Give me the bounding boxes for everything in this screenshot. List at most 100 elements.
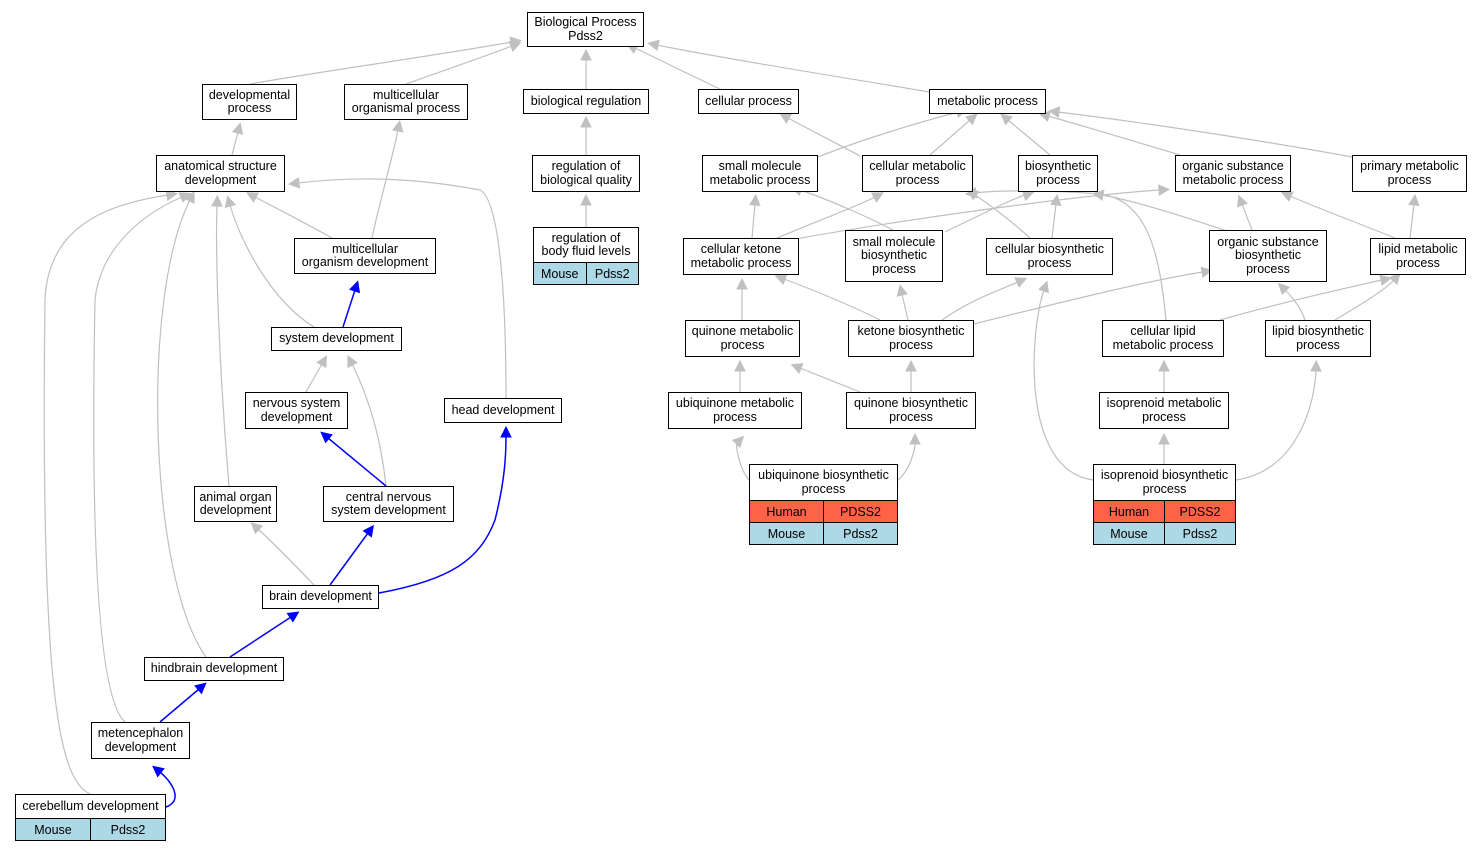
edge-arrowhead [1014, 277, 1028, 288]
go-term-regbody[interactable]: regulation of body fluid levels [533, 227, 639, 263]
gene-cell[interactable]: Pdss2 [585, 263, 638, 284]
gene-cell[interactable]: PDSS2 [823, 501, 897, 522]
go-term-cellmet[interactable]: cellular metabolic process [862, 155, 973, 192]
is-a-edge [929, 119, 971, 156]
is-a-edge [783, 278, 881, 321]
is-a-edge [634, 47, 721, 90]
is-a-edge [735, 442, 750, 481]
edge-arrowhead [508, 41, 522, 52]
go-term-anatdev[interactable]: anatomical structure development [156, 155, 285, 192]
edge-arrowhead [1047, 106, 1061, 118]
is-a-edge [1241, 203, 1253, 231]
go-term-lipmet[interactable]: lipid metabolic process [1370, 238, 1466, 275]
is-a-edge [1057, 111, 1353, 158]
edge-arrowhead [152, 765, 165, 778]
go-term-headdev[interactable]: head development [444, 398, 562, 423]
go-term-primmet[interactable]: primary metabolic process [1352, 155, 1467, 192]
gene-cell[interactable]: Pdss2 [90, 819, 165, 840]
species-cell[interactable]: Human [1094, 501, 1164, 522]
species-cell[interactable]: Mouse [534, 263, 586, 284]
go-term-ketbio[interactable]: ketone biosynthetic process [848, 320, 974, 357]
gene-cell[interactable]: PDSS2 [1164, 501, 1235, 522]
is-a-edge [1033, 289, 1094, 481]
go-term-animorg[interactable]: animal organ development [194, 486, 277, 522]
edge-arrowhead [347, 354, 358, 368]
is-a-edge [1289, 195, 1396, 239]
is-a-edge [1007, 119, 1051, 156]
species-cell[interactable]: Mouse [16, 819, 90, 840]
edge-arrowhead [734, 359, 746, 372]
go-term-isomet[interactable]: isoprenoid metabolic process [1099, 392, 1229, 429]
go-term-bioreg[interactable]: biological regulation [523, 89, 649, 114]
edge-arrowhead [250, 522, 264, 535]
is-a-edge [901, 293, 909, 321]
gene-cell[interactable]: Pdss2 [1164, 523, 1235, 544]
is-a-edge [249, 41, 513, 85]
go-term-ubibio[interactable]: ubiquinone biosynthetic process [749, 464, 898, 501]
edge-arrowhead [232, 122, 244, 135]
species-cell[interactable]: Mouse [1094, 523, 1164, 544]
edge-arrowhead [392, 120, 404, 133]
go-term-regqual[interactable]: regulation of biological quality [532, 155, 640, 192]
is-a-edge [751, 203, 756, 239]
is-a-edge [305, 363, 323, 393]
is-a-edge [254, 196, 333, 239]
go-term-nervdev[interactable]: nervous system development [245, 392, 348, 429]
is-a-edge [1409, 203, 1415, 239]
go-term-sysdev[interactable]: system development [271, 327, 402, 351]
go-term-multorg[interactable]: multicellular organismal process [344, 84, 468, 120]
edge-arrowhead [362, 524, 374, 538]
go-term-lipbio[interactable]: lipid biosynthetic process [1265, 320, 1371, 357]
go-term-braindev[interactable]: brain development [262, 585, 379, 609]
go-term-isobio[interactable]: isoprenoid biosynthetic process [1093, 464, 1236, 501]
gene-cell[interactable]: Pdss2 [823, 523, 897, 544]
species-cell[interactable]: Human [750, 501, 823, 522]
is-a-edge [351, 363, 387, 487]
go-term-multdev[interactable]: multicellular organism development [294, 238, 436, 274]
go-term-ubimet[interactable]: ubiquinone metabolic process [668, 392, 802, 429]
edge-arrowhead [965, 113, 978, 126]
go-term-cellbio[interactable]: cellular biosynthetic process [986, 238, 1113, 275]
edge-arrowhead [1237, 194, 1248, 208]
edge-arrowhead [580, 193, 592, 206]
go-term-quinbio[interactable]: quinone biosynthetic process [846, 392, 976, 429]
go-term-cerdev[interactable]: cerebellum development [15, 794, 166, 819]
edge-arrowhead [905, 359, 917, 372]
go-term-orgbio[interactable]: organic substance biosynthetic process [1209, 230, 1327, 282]
go-term-hinddev[interactable]: hindbrain development [144, 657, 284, 681]
go-term-smallbio[interactable]: small molecule biosynthetic process [845, 230, 943, 282]
go-term-cellket[interactable]: cellular ketone metabolic process [683, 238, 799, 275]
go-term-smallmet[interactable]: small molecule metabolic process [702, 155, 818, 192]
is-a-edge [1051, 203, 1057, 239]
go-term-cellproc[interactable]: cellular process [698, 89, 799, 114]
part-of-edge [378, 435, 507, 594]
edge-arrowhead [184, 190, 195, 204]
part-of-edge [342, 289, 356, 328]
is-a-edge [776, 196, 876, 239]
is-a-edge [229, 204, 315, 328]
go-term-metdev[interactable]: metencephalon development [91, 722, 190, 759]
go-term-orgmet[interactable]: organic substance metabolic process [1175, 155, 1291, 192]
edge-arrowhead [1280, 191, 1294, 202]
edge-arrowhead [790, 363, 804, 374]
go-term-devproc[interactable]: developmental process [202, 84, 297, 120]
edge-arrowhead [774, 274, 788, 285]
is-a-edge [1334, 279, 1395, 321]
go-term-quinmet[interactable]: quinone metabolic process [685, 320, 800, 357]
is-a-edge [787, 117, 861, 157]
edge-arrowhead [749, 193, 761, 207]
part-of-edge [159, 688, 200, 723]
go-term-cnsdev[interactable]: central nervous system development [323, 486, 454, 522]
go-term-bp[interactable]: Biological Process Pdss2 [527, 12, 644, 47]
species-cell[interactable]: Mouse [750, 523, 823, 544]
go-term-celllip[interactable]: cellular lipid metabolic process [1102, 320, 1224, 357]
part-of-edge [329, 532, 369, 586]
go-term-metproc[interactable]: metabolic process [929, 89, 1046, 114]
is-a-edge [371, 129, 399, 239]
go-term-biosyn[interactable]: biosynthetic process [1018, 155, 1098, 192]
